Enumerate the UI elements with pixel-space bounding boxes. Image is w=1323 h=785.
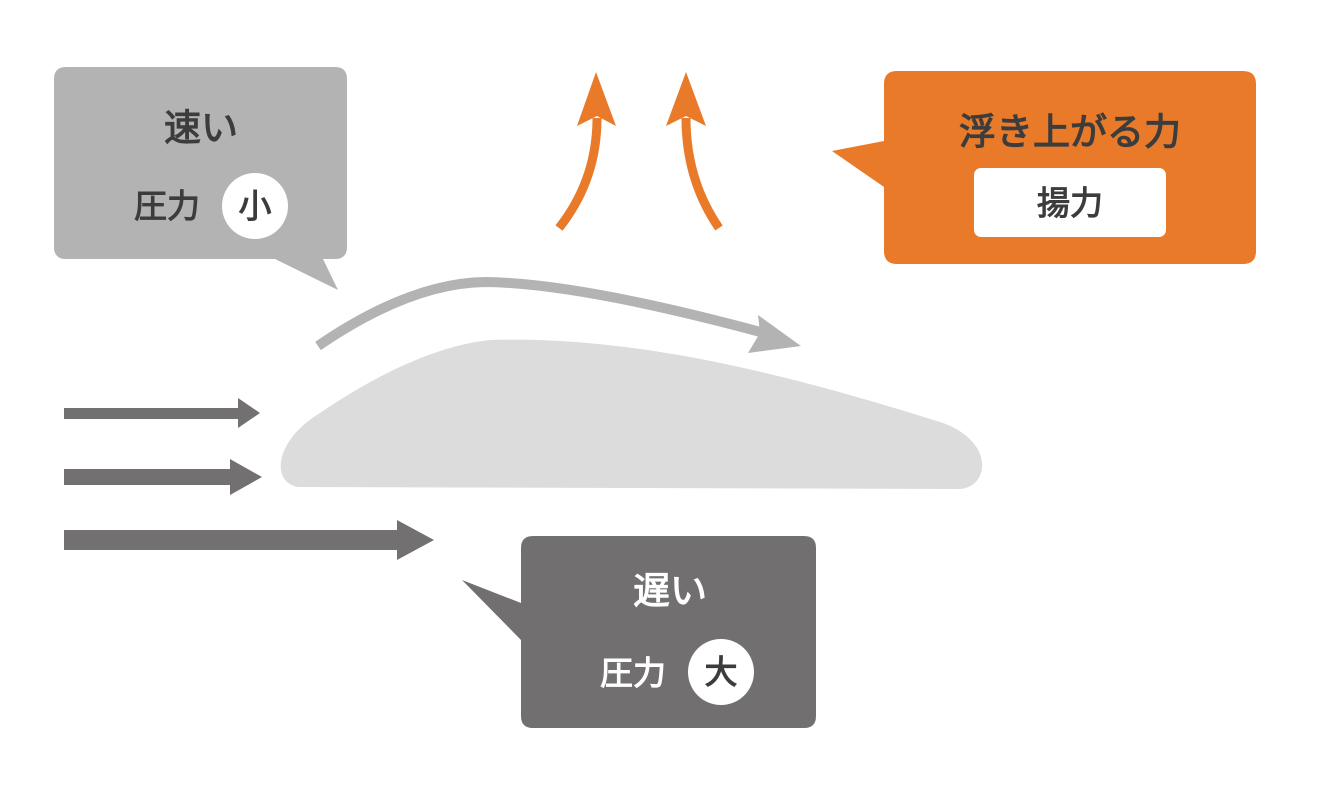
lift-title: 浮き上がる力 — [959, 111, 1181, 154]
upper-pressure-level: 小 — [239, 187, 272, 226]
lift-arrow-right-icon — [681, 117, 723, 231]
lift-arrow-right-head — [666, 72, 706, 126]
wing-airfoil-icon — [280, 339, 983, 489]
lift-arrows — [555, 72, 723, 231]
lift-callout: 浮き上がる力 揚力 — [832, 71, 1256, 264]
lift-term-badge — [974, 168, 1166, 237]
upper-callout: 速い 圧力 小 — [54, 67, 347, 290]
flow-arrow-3-shaft — [64, 530, 406, 550]
upper-speed-label: 速い — [164, 107, 238, 150]
flow-arrow-1-icon — [238, 398, 260, 428]
lower-pressure-label: 圧力 — [600, 654, 666, 693]
lower-pressure-level: 大 — [705, 653, 738, 692]
flow-arrow-3-icon — [397, 520, 434, 560]
lift-arrow-left-icon — [555, 117, 602, 231]
upper-pressure-badge — [222, 173, 288, 239]
lower-callout-box — [462, 536, 816, 728]
upper-pressure-label: 圧力 — [134, 187, 200, 226]
lower-speed-label: 遅い — [633, 570, 707, 613]
lower-pressure-badge — [688, 639, 754, 705]
upper-flow-arrow-icon — [315, 276, 770, 351]
upper-flow-arrow-head — [748, 315, 801, 353]
incoming-flow-arrows — [64, 398, 434, 560]
lift-arrow-left-head — [577, 72, 616, 126]
upper-flow-arrow — [315, 276, 801, 353]
lower-callout: 遅い 圧力 大 — [462, 536, 816, 728]
flow-arrow-2-icon — [230, 459, 262, 495]
lift-term: 揚力 — [1037, 184, 1103, 223]
flow-arrow-1-shaft — [64, 408, 242, 419]
upper-callout-box — [54, 67, 347, 290]
flow-arrow-2-shaft — [64, 469, 236, 485]
